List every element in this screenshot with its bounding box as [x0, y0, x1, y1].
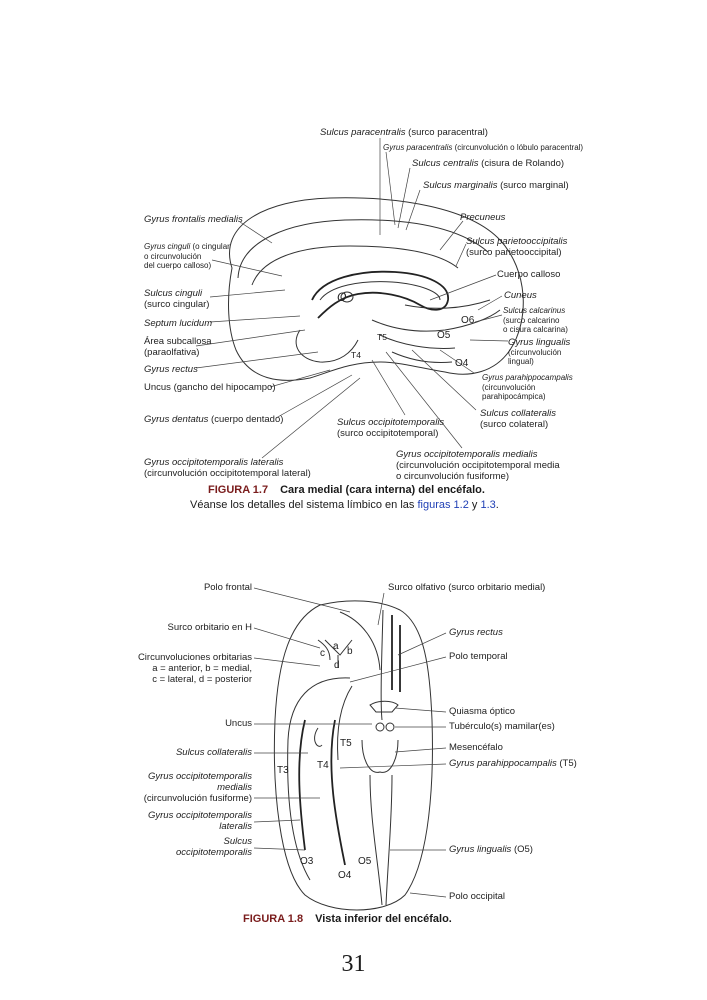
figure-number: FIGURA 1.8 — [243, 913, 303, 925]
caption-text: Vista inferior del encéfalo. — [315, 913, 452, 925]
label-text: Sulcus — [223, 836, 252, 847]
label-text: medialis — [217, 782, 252, 793]
label-text: (circunvolución fusiforme) — [144, 793, 252, 804]
marker-c: c — [320, 648, 325, 659]
label-text: (O5) — [511, 844, 533, 855]
label-text: c = lateral, d = posterior — [152, 674, 252, 685]
label-uncus-inferior: Uncus — [225, 718, 252, 729]
label-polo-frontal: Polo frontal — [204, 582, 252, 593]
label-text: (T5) — [557, 758, 577, 769]
label-quiasma-optico: Quiasma óptico — [449, 706, 515, 717]
label-gyrus-parahippocampalis-t5: Gyrus parahippocampalis (T5) — [449, 758, 577, 769]
label-polo-temporal: Polo temporal — [449, 651, 508, 662]
label-text: Gyrus occipitotemporalis — [148, 810, 252, 821]
label-text: lateralis — [219, 821, 252, 832]
marker-o3: O3 — [300, 856, 313, 867]
label-circunvoluciones-orbitarias: Circunvoluciones orbitariasa = anterior,… — [138, 652, 252, 685]
page-number: 31 — [0, 951, 707, 978]
label-text: a = anterior, b = medial, — [152, 663, 252, 674]
label-text: Gyrus occipitotemporalis — [148, 771, 252, 782]
label-gyrus-lingualis-o5: Gyrus lingualis (O5) — [449, 844, 533, 855]
marker-b: b — [347, 646, 353, 657]
marker-d: d — [334, 660, 340, 671]
marker-o5-inferior: O5 — [358, 856, 371, 867]
marker-a: a — [333, 641, 339, 652]
label-surco-orbitario-h: Surco orbitario en H — [168, 622, 252, 633]
label-polo-occipital: Polo occipital — [449, 891, 505, 902]
label-gyrus-rectus-inferior: Gyrus rectus — [449, 627, 503, 638]
label-sulcus-occipitotemporalis-inferior: Sulcusoccipitotemporalis — [176, 836, 252, 858]
marker-t3: T3 — [277, 765, 289, 776]
figure-1-8-caption: FIGURA 1.8 Vista inferior del encéfalo. — [243, 913, 452, 925]
label-sulcus-collateralis-inferior: Sulcus collateralis — [176, 747, 252, 758]
marker-t5-inferior: T5 — [340, 738, 352, 749]
label-text: occipitotemporalis — [176, 847, 252, 858]
label-surco-olfativo: Surco olfativo (surco orbitario medial) — [388, 582, 545, 593]
label-mesencefalo: Mesencéfalo — [449, 742, 503, 753]
marker-t4-inferior: T4 — [317, 760, 329, 771]
label-tuberculo-mamilar: Tubérculo(s) mamilar(es) — [449, 721, 555, 732]
label-text: Gyrus parahippocampalis — [449, 758, 557, 769]
label-text: Circunvoluciones orbitarias — [138, 652, 252, 663]
inferior-outline — [274, 601, 432, 910]
label-text: Gyrus lingualis — [449, 844, 511, 855]
marker-o4-inferior: O4 — [338, 870, 351, 881]
